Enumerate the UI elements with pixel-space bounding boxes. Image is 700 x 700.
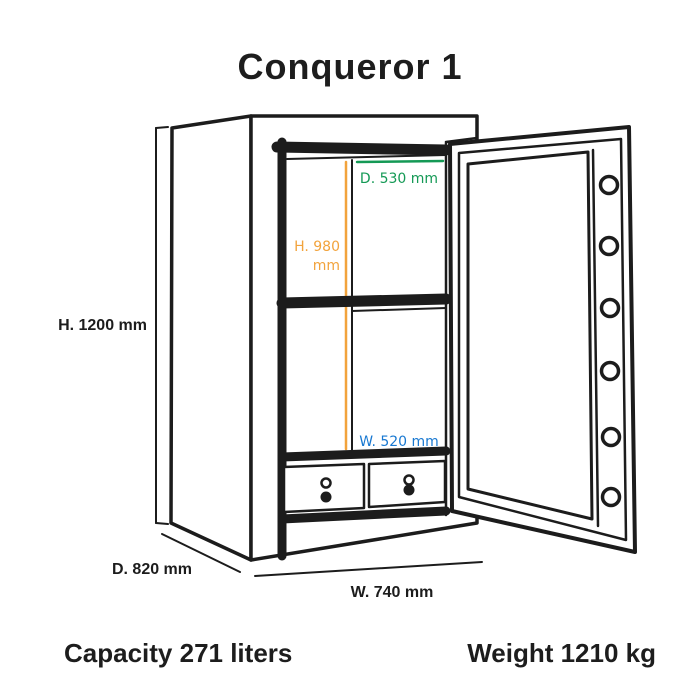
- depth-dimension-line: [161, 533, 241, 573]
- width-dimension-line: [254, 561, 483, 577]
- door-frame-top-band: [271, 141, 452, 156]
- door-bolt: [600, 486, 622, 508]
- inner-height-label-line2: mm: [313, 258, 340, 274]
- safe-left-panel: [169, 114, 253, 562]
- right-drawer-knob: [403, 484, 415, 496]
- inner-height-label-line1: H. 980: [294, 239, 340, 255]
- left-drawer-keyhole-icon: [320, 477, 332, 489]
- capacity-label: Capacity 271 liters: [64, 638, 293, 668]
- door-bolt: [598, 235, 620, 257]
- width-dimension-label: W. 740 mm: [351, 584, 434, 601]
- door-bolt-strip-line: [591, 148, 600, 528]
- drawer-unit-top-band: [277, 446, 451, 462]
- depth-dimension-label: D. 820 mm: [112, 561, 192, 578]
- interior-ceiling-line: [286, 154, 447, 160]
- weight-label: Weight 1210 kg: [467, 638, 656, 668]
- door-inner-edge: [457, 137, 628, 542]
- door-bolt: [599, 360, 621, 382]
- height-dimension-label: H. 1200 mm: [58, 317, 147, 334]
- shelf-underside-line: [351, 307, 447, 312]
- inner-depth-label: D. 530 mm: [360, 171, 438, 187]
- footer: Capacity 271 liters Weight 1210 kg: [64, 638, 656, 669]
- inner-depth-line: [355, 159, 445, 164]
- page-title: Conqueror 1: [237, 46, 463, 87]
- door-face-panel: [466, 150, 594, 521]
- interior-shelf: [276, 293, 452, 309]
- frame-to-corner-line: [444, 136, 479, 144]
- height-dimension-line: [155, 126, 169, 525]
- drawer-unit-bottom-band: [277, 506, 451, 524]
- safe-door: [448, 125, 637, 554]
- right-drawer-keyhole-icon: [403, 474, 415, 486]
- inner-width-label: W. 520 mm: [359, 434, 439, 450]
- left-drawer-knob: [320, 491, 332, 503]
- door-bolt: [598, 174, 620, 196]
- door-bolt: [600, 426, 622, 448]
- door-bolt: [599, 297, 621, 319]
